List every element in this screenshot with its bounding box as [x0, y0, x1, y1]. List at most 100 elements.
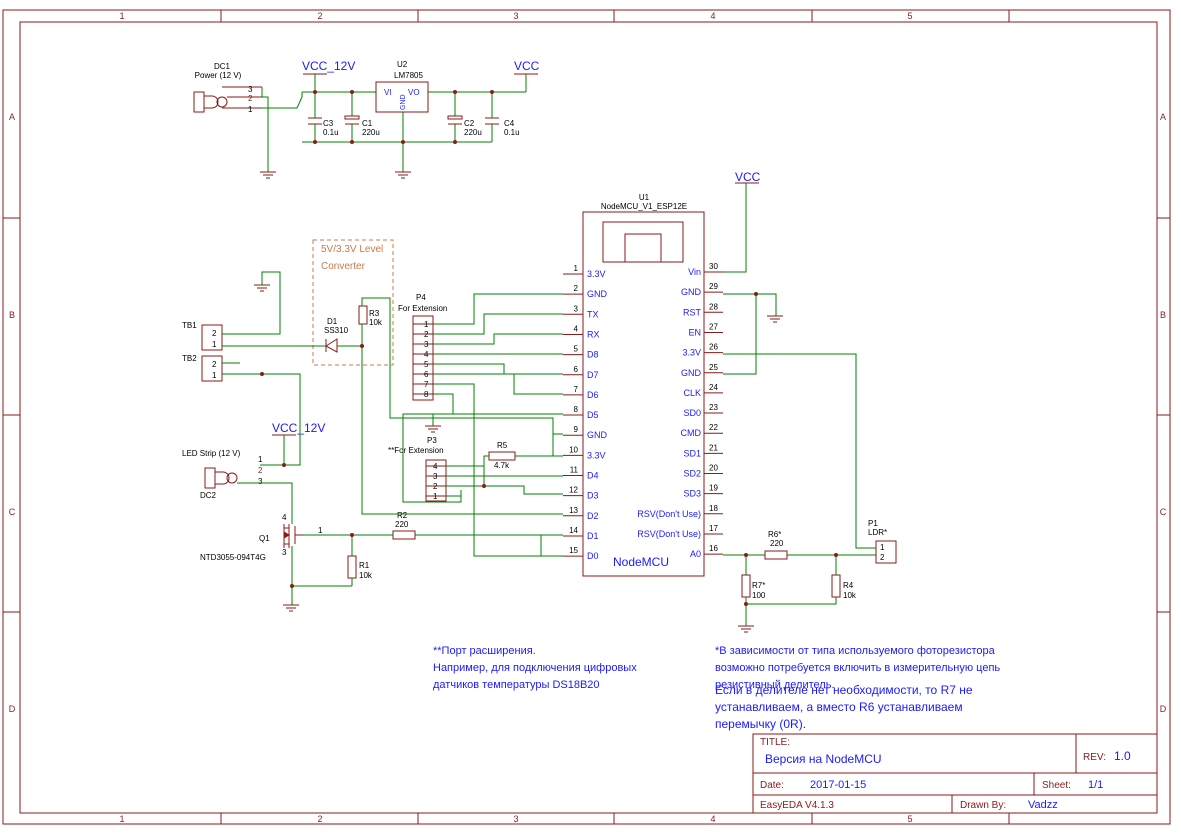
u1-pin-name: RSV(Don't Use)	[637, 509, 701, 519]
note-left-line: датчиков температуры DS18B20	[433, 679, 600, 691]
row-label-right: A	[1160, 112, 1166, 122]
row-label-right: B	[1160, 310, 1166, 320]
title-block: TITLE: Версия на NodeMCU REV: 1.0 Date: …	[752, 733, 1158, 814]
dc1-value: Power (12 V)	[195, 71, 242, 80]
nodemcu-module: U1 NodeMCU_V1_ESP12E NodeMCU 13.3V2GND3T…	[563, 170, 761, 577]
rev-value: 1.0	[1114, 749, 1131, 763]
antenna-outline	[602, 221, 684, 263]
p4-value: For Extension	[398, 304, 447, 313]
p4-pin-number: 5	[424, 360, 429, 369]
vin-wire	[723, 183, 747, 273]
u1-pin-name: SD0	[683, 408, 701, 418]
ground-icon	[283, 604, 299, 612]
col-label-bottom: 1	[119, 814, 124, 824]
c4-value: 0.1u	[504, 128, 520, 137]
col-label-top: 4	[710, 11, 715, 21]
r2-value: 220	[395, 520, 409, 529]
led-strip-label: LED Strip (12 V)	[182, 449, 241, 458]
tb1-body	[201, 324, 223, 351]
col-label-bottom: 3	[513, 814, 518, 824]
row-label-left: D	[9, 704, 16, 714]
q1-value: NTD3055-094T4G	[200, 553, 266, 562]
tb1-pin: 1	[212, 340, 217, 349]
p3-pin-number: 2	[433, 482, 438, 491]
u1-pin-number: 18	[709, 504, 718, 513]
u1-pin-number: 27	[709, 322, 718, 331]
u2-value: LM7805	[394, 71, 423, 80]
u1-pin-number: 20	[709, 464, 718, 473]
u1-pin-name: TX	[587, 309, 599, 319]
c4-symbol	[485, 117, 499, 125]
p1-pin: 1	[880, 543, 885, 552]
u1-pin-name: 3.3V	[587, 450, 606, 460]
power-wires	[261, 74, 527, 172]
c2-ref: C2	[464, 119, 475, 128]
note-right2-line: устанавливаем, а вместо R6 устанавливаем	[715, 700, 963, 714]
d1-value: SS310	[324, 326, 349, 335]
r7-ref: R7*	[752, 581, 765, 590]
r1-symbol	[347, 555, 357, 579]
rev-label: REV:	[1083, 752, 1106, 763]
ground-icon	[395, 171, 411, 179]
c3-ref: C3	[323, 119, 334, 128]
r1-ref: R1	[359, 561, 370, 570]
u1-pin-number: 4	[574, 324, 579, 333]
led-driver-section: VCC_12V LED Strip (12 V) DC2 1 2 3 Q1 NT…	[182, 421, 416, 612]
col-label-top: 5	[907, 11, 912, 21]
u1-pin-name: D2	[587, 511, 599, 521]
dc2-jack-symbol	[204, 467, 238, 489]
u1-pin-name: GND	[681, 287, 702, 297]
u1-pin-number: 13	[569, 506, 578, 515]
p3-pin-number: 1	[433, 492, 438, 501]
q1-pin: 3	[282, 548, 287, 557]
sheet-frame: 1 2 3 4 5 1 2 3 4 5 A B C D A B C D	[2, 9, 1171, 825]
r4-value: 10k	[843, 591, 857, 600]
c1-value: 220u	[362, 128, 380, 137]
u1-pin-number: 2	[574, 284, 579, 293]
p4-pin-number: 6	[424, 370, 429, 379]
u1-pin-number: 26	[709, 343, 718, 352]
u1-value: NodeMCU_V1_ESP12E	[601, 202, 687, 211]
p4-pin-number: 4	[424, 350, 429, 359]
u1-pin-name: A0	[690, 549, 701, 559]
c2-symbol	[447, 115, 463, 125]
u1-pin-name: CMD	[681, 428, 702, 438]
col-label-top: 3	[513, 11, 518, 21]
p3-body	[425, 459, 447, 502]
sensor-section: R6* 220 R7* 100 R4 10k P1 LDR* 1 2	[738, 315, 897, 633]
u1-pin-number: 25	[709, 363, 718, 372]
u1-pin-number: 12	[569, 486, 578, 495]
p4-body	[412, 315, 434, 401]
p1-body	[875, 540, 897, 564]
date-value: 2017-01-15	[810, 779, 866, 791]
u1-pin-name: D8	[587, 350, 599, 360]
dc1-ref: DC1	[214, 62, 231, 71]
d1-ref: D1	[327, 317, 338, 326]
dc2-pin: 3	[258, 477, 263, 486]
p4-pin-number: 1	[424, 320, 429, 329]
u1-pin-number: 10	[569, 445, 578, 454]
r7-symbol	[741, 574, 751, 598]
u1-pin-name: RSV(Don't Use)	[637, 529, 701, 539]
q1-ref: Q1	[259, 534, 270, 543]
row-label-right: D	[1160, 704, 1167, 714]
u2-vo: VO	[408, 88, 420, 97]
dc2-ref: DC2	[200, 491, 217, 500]
u1-pin-name: EN	[688, 327, 701, 337]
ground-icon	[425, 425, 441, 433]
u1-pin-name: 3.3V	[587, 269, 606, 279]
r2-symbol	[392, 530, 416, 540]
u1-pin-name: SD2	[683, 469, 701, 479]
p1-ref: P1	[868, 519, 878, 528]
p4-ref: P4	[416, 293, 426, 302]
u1-pin-number: 30	[709, 262, 718, 271]
u1-pin-name: D7	[587, 370, 599, 380]
power-supply-section: DC1 Power (12 V) 3 2 1	[193, 59, 540, 179]
r6-value: 220	[770, 539, 784, 548]
note-right2-line: перемычку (0R).	[715, 717, 806, 731]
notes: **Порт расширения. Например, для подключ…	[433, 645, 1000, 731]
u1-pin-number: 5	[574, 345, 579, 354]
level-converter-label: 5V/3.3V Level	[321, 244, 383, 255]
u1-pin-number: 3	[574, 304, 579, 313]
